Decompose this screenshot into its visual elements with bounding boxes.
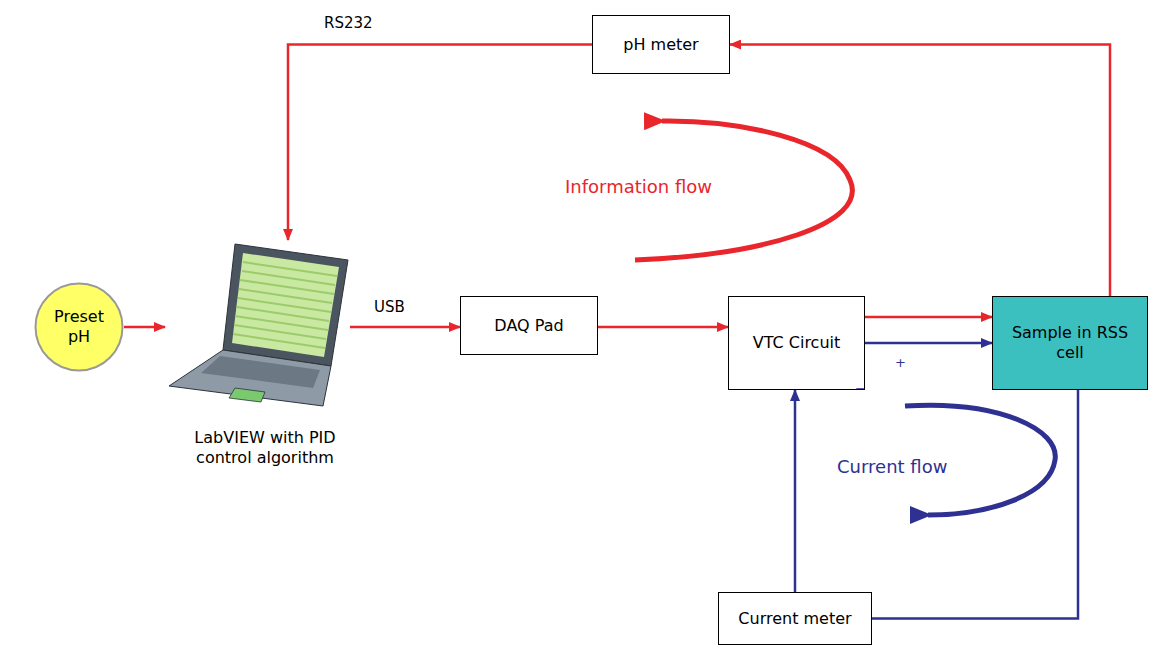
connector	[872, 390, 1078, 619]
node-label: Sample in RSS cell	[1001, 323, 1139, 363]
meter-box: Current meter	[718, 592, 872, 645]
node-label: VTC Circuit	[753, 333, 841, 353]
computer-node: LabVIEW with PID control algorithm	[165, 240, 365, 515]
connector	[865, 342, 992, 345]
signal-label: USB	[372, 298, 407, 316]
connector	[865, 316, 992, 319]
polarity-sign: +	[893, 355, 908, 370]
connector	[124, 326, 165, 329]
polarity-sign: −	[853, 381, 868, 396]
node-label: Preset pH	[44, 307, 114, 347]
process-box: VTC Circuit	[728, 296, 865, 390]
connector	[730, 45, 1110, 297]
node-label: Current meter	[738, 609, 851, 629]
flow-label: Current flow	[835, 456, 949, 477]
laptop-illustration	[165, 240, 365, 410]
sample-box: Sample in RSS cell	[992, 296, 1148, 390]
connector	[598, 326, 728, 329]
node-label: pH meter	[623, 35, 698, 55]
flow-label: Information flow	[563, 176, 714, 197]
laptop-figure	[165, 240, 365, 410]
meter-box: pH meter	[592, 15, 730, 74]
node-label: DAQ Pad	[494, 316, 563, 336]
connector	[794, 390, 797, 592]
process-box: DAQ Pad	[460, 296, 598, 355]
connector	[350, 326, 460, 329]
node-label: LabVIEW with PID control algorithm	[170, 428, 360, 468]
signal-label: RS232	[322, 14, 375, 32]
connector	[288, 45, 592, 241]
preset-circle: Preset pH	[34, 282, 124, 372]
